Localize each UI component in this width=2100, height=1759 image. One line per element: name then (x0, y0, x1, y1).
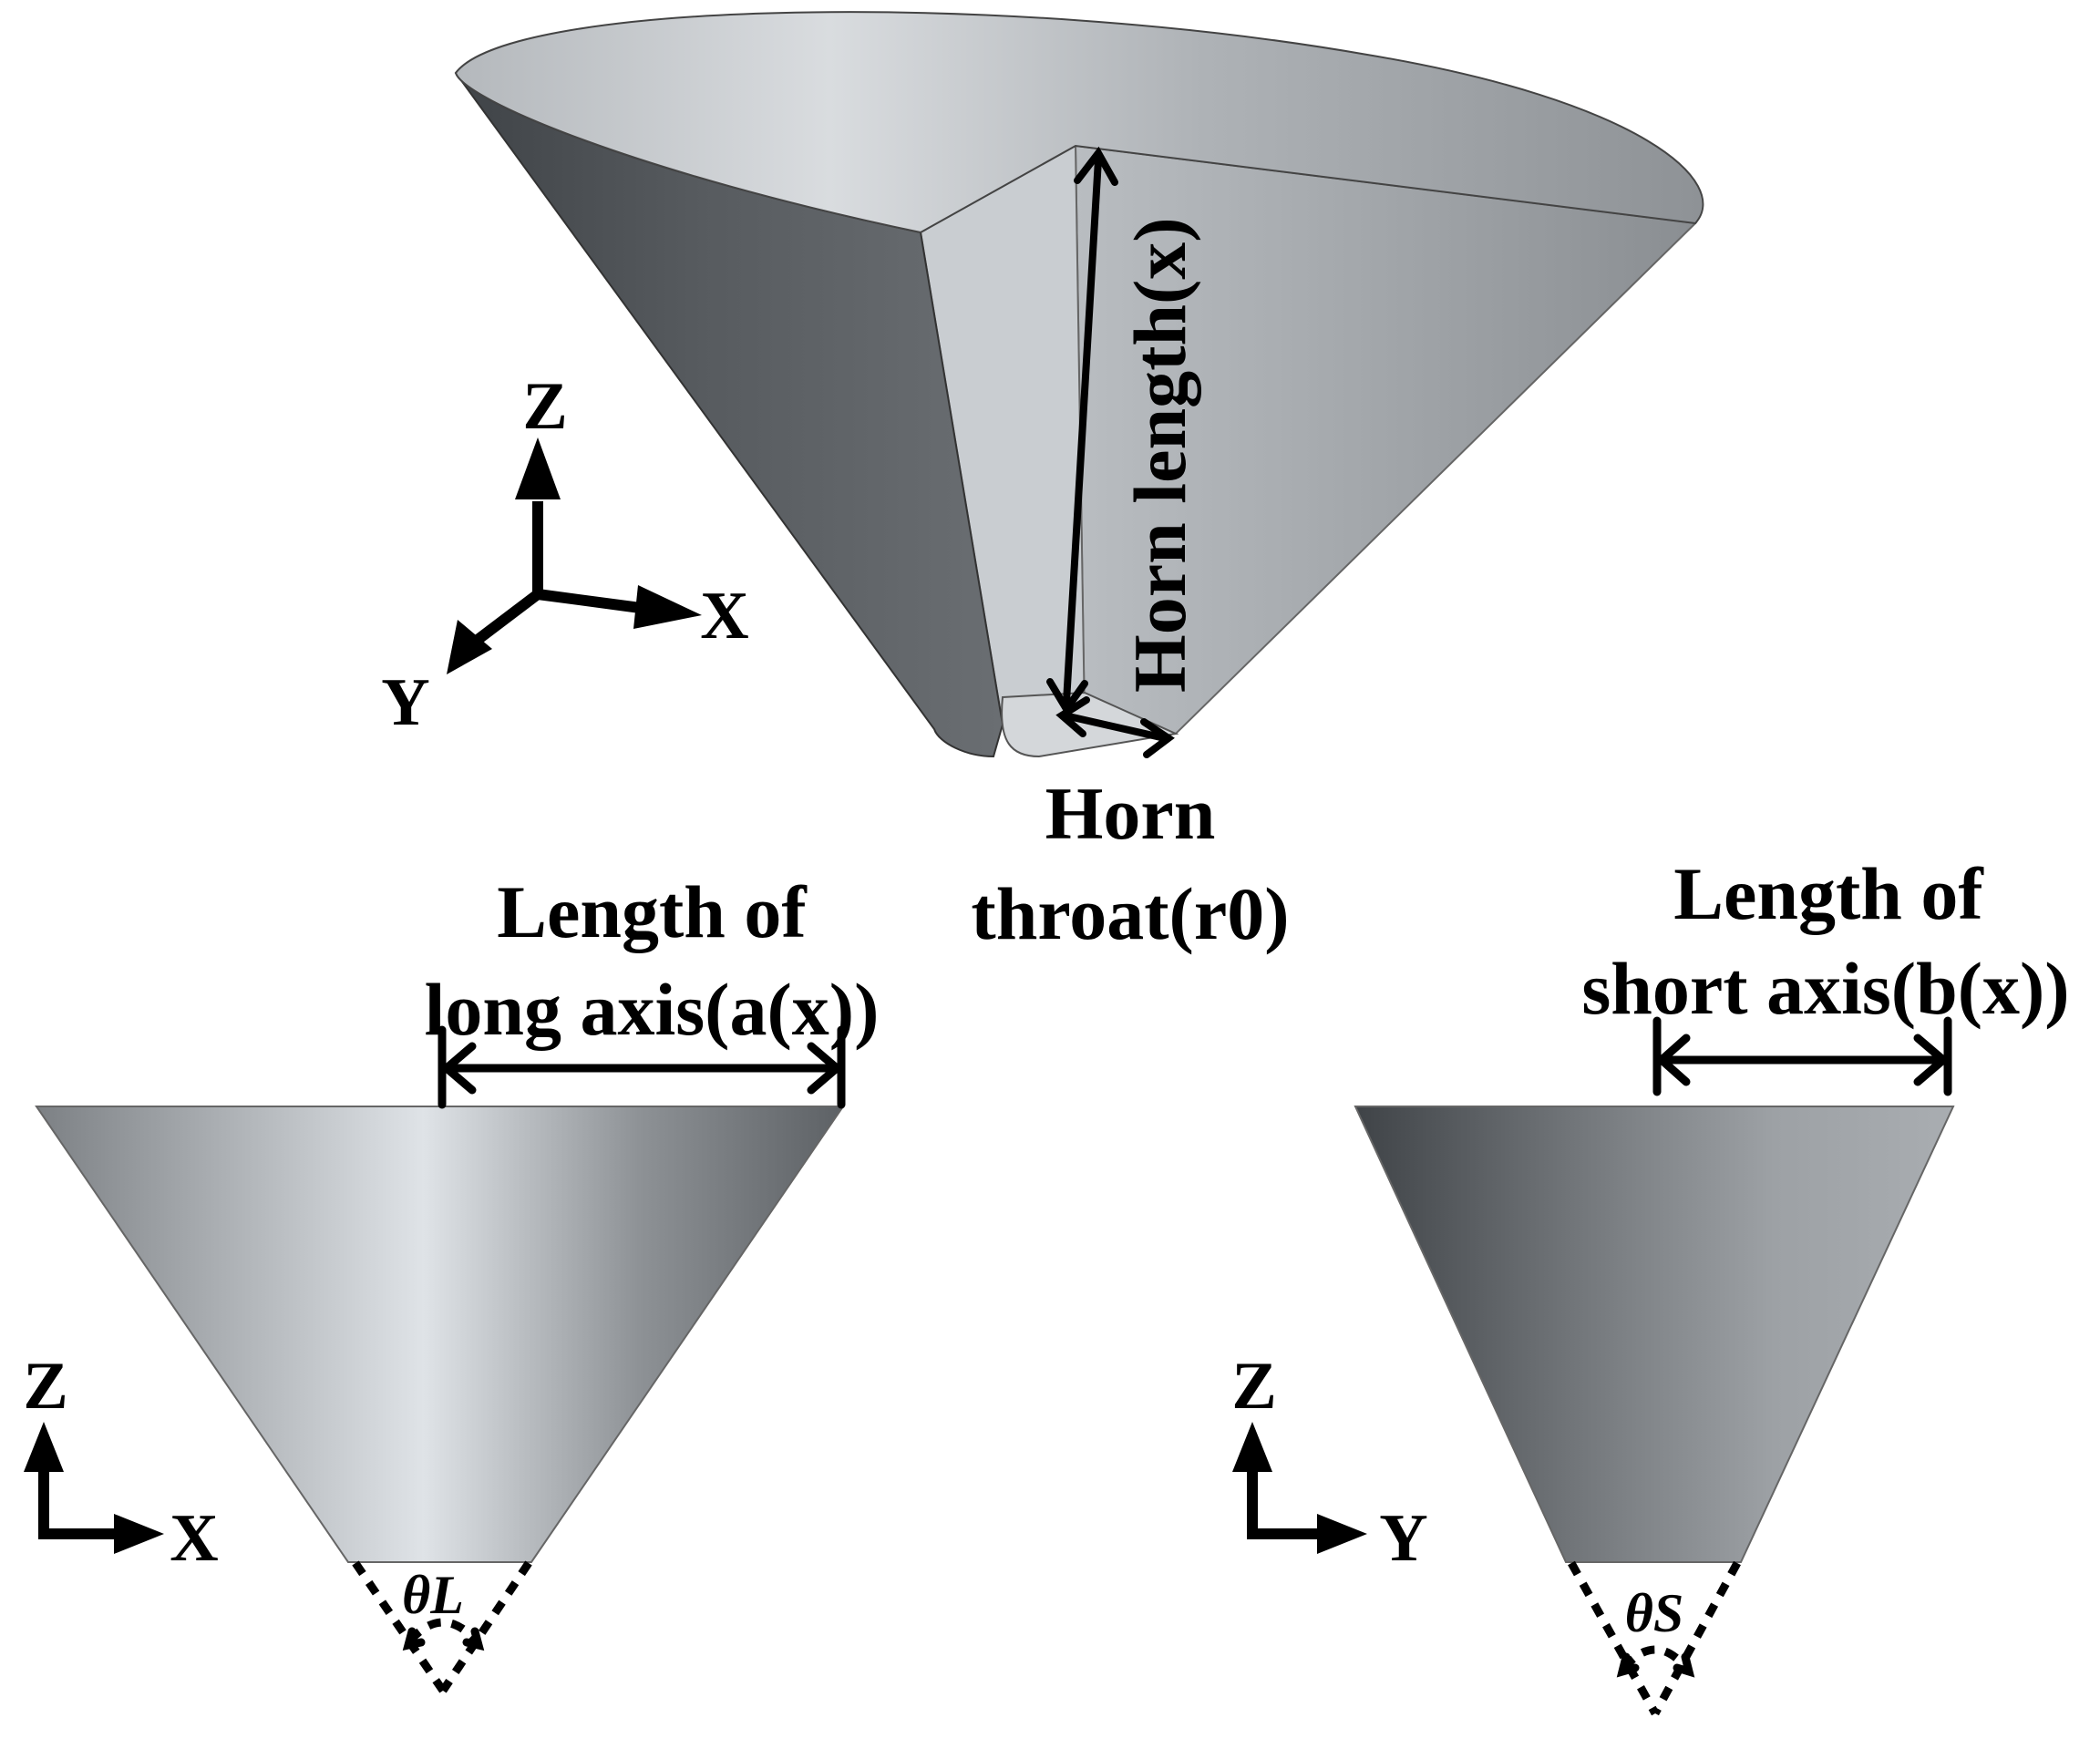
horn-rim (454, 11, 1704, 234)
short-axis-dimension (1652, 1016, 1952, 1096)
side-z-label: Z (1231, 1349, 1276, 1424)
front-x-label: X (170, 1501, 218, 1576)
iso-y-label: Y (381, 665, 429, 740)
front-axes: Z X (23, 1349, 218, 1576)
iso-axes: Z X Y (381, 369, 748, 740)
front-apex-lines (352, 1560, 532, 1693)
short-axis-label-line2: short axis(b(x)) (1581, 947, 2069, 1030)
horn-throat-label-line2: throat(r0) (971, 872, 1289, 955)
iso-y-arrow (447, 620, 492, 674)
side-apex-lines (1568, 1560, 1741, 1716)
iso-x-arrow (633, 585, 702, 629)
long-axis-label-line1: Length of (497, 870, 808, 953)
front-z-arrow (24, 1422, 64, 1472)
iso-z-arrow (515, 437, 561, 499)
horn-front-view: θL (35, 1106, 845, 1693)
iso-x-label: X (700, 579, 748, 653)
theta-long-label: θL (402, 1565, 464, 1625)
horn-side-view: θS (1354, 1106, 1955, 1716)
side-axes: Z Y (1231, 1349, 1427, 1576)
side-z-arrow (1232, 1422, 1272, 1472)
front-x-arrow (114, 1514, 164, 1554)
side-cone (1354, 1106, 1955, 1563)
long-axis-label-line2: long axis(a(x)) (425, 968, 880, 1051)
short-axis-label-line1: Length of (1673, 852, 1984, 935)
horn-3d-view (454, 11, 1704, 758)
front-z-label: Z (23, 1349, 67, 1424)
theta-short-label: θS (1625, 1583, 1684, 1643)
iso-z-label: Z (522, 369, 567, 444)
front-cone (35, 1106, 845, 1563)
side-y-label: Y (1379, 1501, 1427, 1576)
horn-throat-label-line1: Horn (1045, 772, 1216, 855)
horn-throat-dimension (1055, 696, 1175, 758)
horn-length-label: Horn length(x) (1118, 217, 1201, 693)
side-y-arrow (1317, 1514, 1367, 1554)
long-axis-dimension (438, 1025, 846, 1109)
